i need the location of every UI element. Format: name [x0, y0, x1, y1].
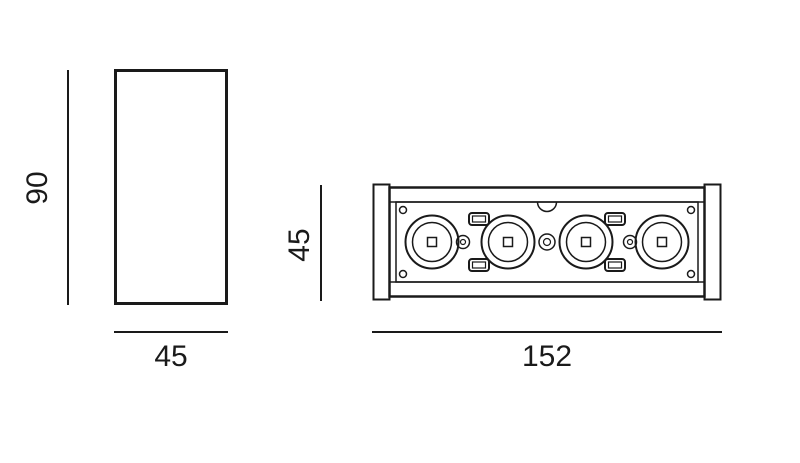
terminal-block-b-top-slot: [607, 215, 623, 223]
middle-port-outer: [538, 233, 556, 251]
lamp-1-led: [426, 236, 438, 248]
connector-b-inner: [626, 238, 634, 246]
middle-port-inner: [542, 237, 552, 247]
terminal-block-a-top: [468, 212, 490, 226]
screw-top-left: [398, 205, 408, 215]
side-view-outline: [114, 69, 228, 305]
lamp-3-led: [580, 236, 592, 248]
lamp-4-inner: [641, 221, 683, 263]
terminal-block-b-top: [604, 212, 626, 226]
screw-bottom-right: [686, 269, 696, 279]
lamp-1-inner: [411, 221, 453, 263]
front-width-dim-line: [372, 331, 722, 333]
connector-a-inner: [459, 238, 467, 246]
terminal-block-a-bottom-slot: [471, 261, 487, 269]
front-height-dim-line: [320, 185, 322, 301]
side-width-label: 45: [154, 340, 188, 373]
terminal-block-a-top-slot: [471, 215, 487, 223]
connector-b-outer: [622, 234, 638, 250]
lamp-4-outer: [634, 214, 690, 270]
lamp-1-outer: [404, 214, 460, 270]
middle-sensor-notch: [536, 201, 558, 213]
side-height-label: 90: [21, 171, 54, 205]
body-outline: [388, 186, 706, 298]
terminal-block-a-bottom: [468, 258, 490, 272]
lamp-4-led: [656, 236, 668, 248]
side-height-dim-line: [67, 70, 69, 305]
connector-a-outer: [455, 234, 471, 250]
lamp-3-inner: [565, 221, 607, 263]
terminal-block-b-bottom-slot: [607, 261, 623, 269]
lamp-3-outer: [558, 214, 614, 270]
screw-top-right: [686, 205, 696, 215]
end-cap-left: [372, 183, 391, 301]
lamp-2-outer: [480, 214, 536, 270]
side-width-dim-line: [114, 331, 228, 333]
front-height-label: 45: [283, 228, 316, 262]
front-view-drawing: [372, 183, 722, 301]
front-width-label: 152: [521, 340, 573, 373]
terminal-block-b-bottom: [604, 258, 626, 272]
screw-bottom-left: [398, 269, 408, 279]
lamp-2-led: [502, 236, 514, 248]
end-cap-right: [703, 183, 722, 301]
inner-panel: [395, 201, 699, 283]
lamp-2-inner: [487, 221, 529, 263]
